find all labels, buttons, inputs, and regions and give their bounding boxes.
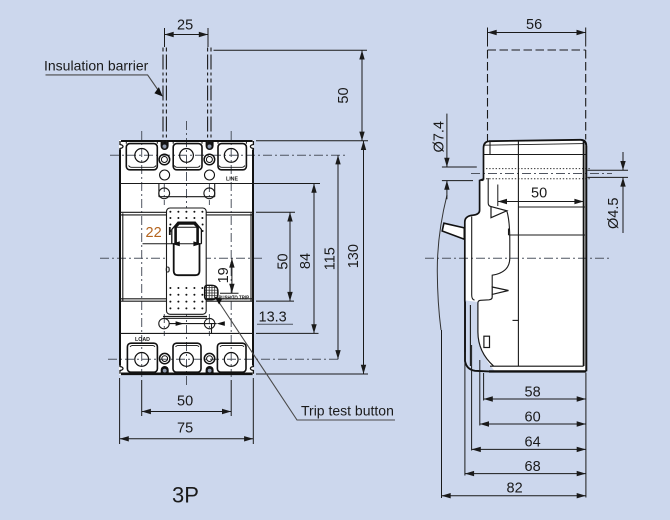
svg-text:60: 60 — [525, 410, 541, 426]
svg-text:115: 115 — [323, 247, 339, 270]
svg-text:84: 84 — [298, 253, 314, 269]
svg-text:75: 75 — [177, 421, 193, 437]
svg-text:Trip test button: Trip test button — [301, 403, 394, 419]
svg-text:0: 0 — [165, 264, 170, 274]
svg-text:50: 50 — [276, 253, 292, 269]
svg-text:58: 58 — [525, 385, 541, 401]
svg-text:LOAD: LOAD — [135, 337, 150, 343]
svg-text:Ø7.4: Ø7.4 — [432, 121, 448, 152]
svg-text:13.3: 13.3 — [259, 310, 287, 326]
svg-text:68: 68 — [525, 459, 541, 475]
svg-text:LINE: LINE — [226, 176, 238, 182]
svg-text:130: 130 — [346, 244, 362, 268]
svg-text:22: 22 — [146, 225, 162, 241]
svg-text:25: 25 — [177, 18, 193, 34]
svg-text:56: 56 — [526, 17, 542, 33]
svg-text:19: 19 — [216, 267, 232, 283]
svg-text:Insulation barrier: Insulation barrier — [44, 58, 149, 74]
svg-text:50: 50 — [336, 87, 352, 103]
svg-text:Ø4.5: Ø4.5 — [606, 198, 622, 229]
svg-text:50: 50 — [531, 186, 547, 202]
svg-text:64: 64 — [525, 435, 541, 451]
svg-text:PUSH TO TRIP: PUSH TO TRIP — [219, 295, 250, 301]
svg-text:50: 50 — [177, 394, 193, 410]
svg-text:3P: 3P — [172, 483, 199, 508]
svg-text:82: 82 — [507, 481, 523, 497]
